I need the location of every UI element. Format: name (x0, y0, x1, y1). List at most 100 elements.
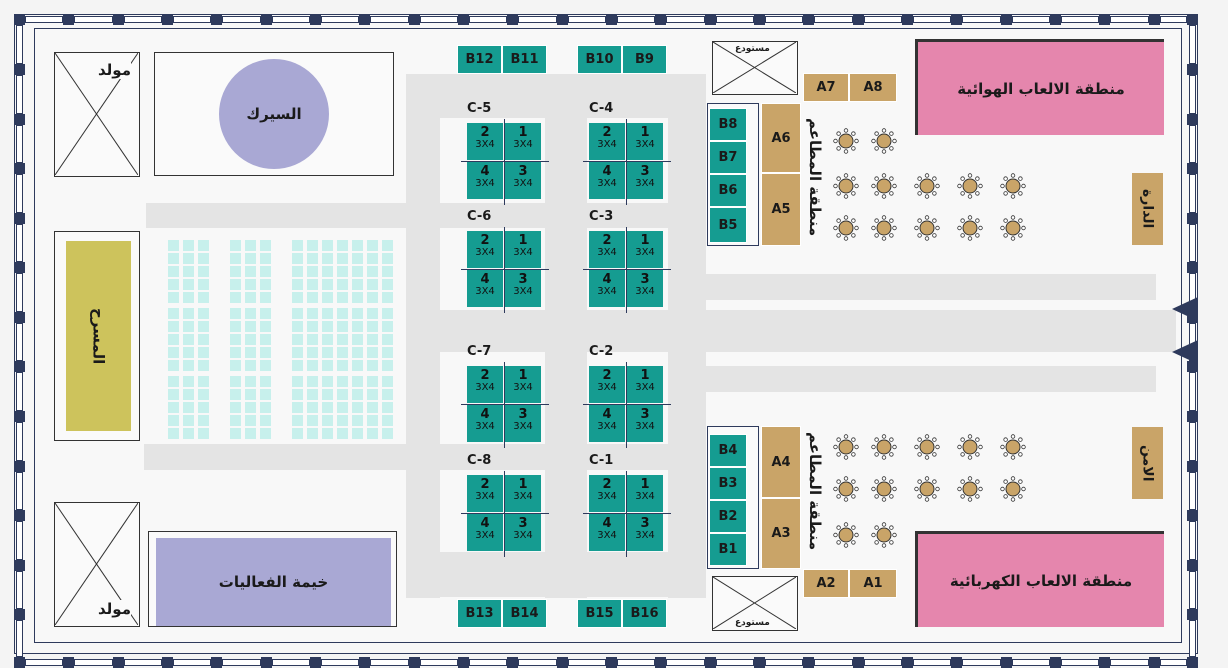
admin-office[interactable]: الدارة (1132, 173, 1163, 245)
unit-size: 3X4 (597, 382, 617, 393)
booth-b2[interactable]: B2 (709, 500, 747, 533)
booth-a8[interactable]: A8 (849, 73, 897, 102)
seat (245, 253, 256, 264)
seat (260, 415, 271, 426)
unit-number: 2 (480, 368, 490, 383)
fence-post (1187, 114, 1198, 125)
seat (367, 347, 378, 358)
booth-b14[interactable]: B14 (502, 599, 547, 628)
unit-size: 3X4 (597, 247, 617, 258)
booth-b11[interactable]: B11 (502, 45, 547, 74)
dining-table-icon (833, 215, 859, 241)
seat (198, 253, 209, 264)
booth-b13[interactable]: B13 (457, 599, 502, 628)
fence-rail (617, 659, 655, 666)
booth-b15[interactable]: B15 (577, 599, 622, 628)
seat (168, 308, 179, 319)
seat (230, 389, 241, 400)
security-office[interactable]: الامن (1132, 427, 1163, 499)
booth-b7[interactable]: B7 (709, 141, 747, 174)
air-games-area[interactable]: منطقة الالعاب الهوائية (915, 39, 1164, 135)
seat (307, 240, 318, 251)
seat (183, 266, 194, 277)
fence-post (14, 560, 25, 571)
electric-games-area[interactable]: منطقة الالعاب الكهربائية (915, 531, 1164, 627)
seat (198, 376, 209, 387)
seat (322, 428, 333, 439)
seat (168, 279, 179, 290)
seat (183, 334, 194, 345)
unit-number: 4 (602, 272, 612, 287)
seat (168, 266, 179, 277)
booth-a7[interactable]: A7 (803, 73, 849, 102)
fence-post (655, 657, 666, 668)
seat (337, 279, 348, 290)
seat (292, 415, 303, 426)
booth-b16[interactable]: B16 (622, 599, 667, 628)
booth-b9[interactable]: B9 (622, 45, 667, 74)
booth-b1[interactable]: B1 (709, 533, 747, 566)
seat (183, 402, 194, 413)
seat (260, 240, 271, 251)
booth-b10[interactable]: B10 (577, 45, 622, 74)
unit-size: 3X4 (635, 421, 655, 432)
booth-a4[interactable]: A4 (761, 426, 801, 498)
booth-b3[interactable]: B3 (709, 467, 747, 500)
seat (337, 360, 348, 371)
booth-a6[interactable]: A6 (761, 103, 801, 173)
booth-a5[interactable]: A5 (761, 173, 801, 246)
booth-b8[interactable]: B8 (709, 108, 747, 141)
booth-b6[interactable]: B6 (709, 174, 747, 207)
booth-label: B3 (718, 476, 738, 491)
seat (168, 334, 179, 345)
booth-a2[interactable]: A2 (803, 569, 849, 598)
booth-a1[interactable]: A1 (849, 569, 897, 598)
booth-b5[interactable]: B5 (709, 207, 747, 243)
fence-post (1187, 64, 1198, 75)
booth-a3[interactable]: A3 (761, 498, 801, 569)
booth-b4[interactable]: B4 (709, 434, 747, 467)
booth-b12[interactable]: B12 (457, 45, 502, 74)
seat (245, 389, 256, 400)
